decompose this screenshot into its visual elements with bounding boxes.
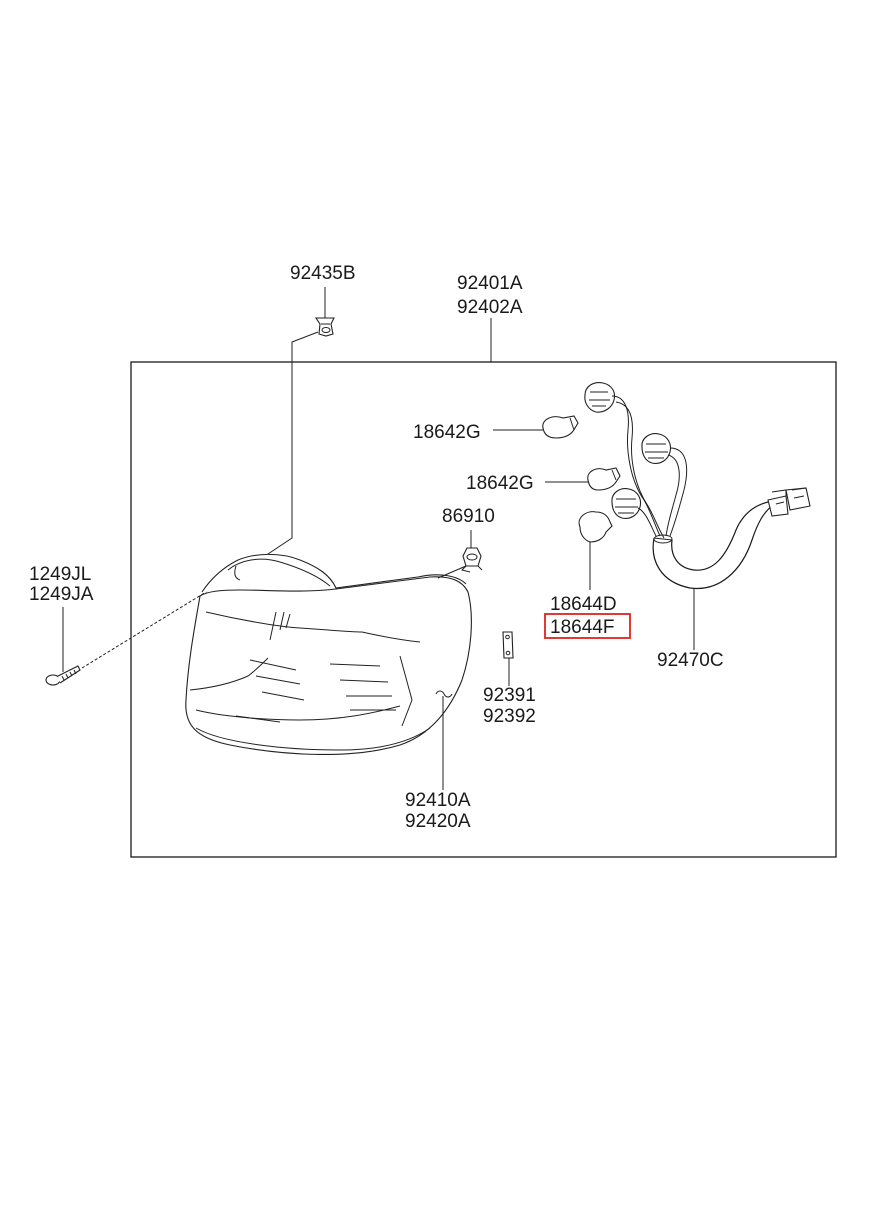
label-92470c: 92470C — [657, 650, 724, 671]
label-1249ja: 1249JA — [29, 584, 94, 605]
assembly-frame — [130, 361, 837, 858]
label-18642g-upper: 18642G — [413, 422, 481, 443]
nut-leader-line — [437, 565, 467, 579]
label-18644f: 18644F — [550, 617, 614, 638]
wiring-harness-92470c — [584, 382, 811, 650]
clip-92435b-part — [314, 287, 335, 337]
tail-lamp-housing — [185, 553, 472, 755]
bulb-middle-18642g — [545, 467, 621, 491]
label-92435b: 92435B — [290, 263, 356, 284]
label-18642g-middle: 18642G — [466, 473, 534, 494]
label-18644d: 18644D — [550, 594, 617, 615]
label-1249jl: 1249JL — [29, 564, 91, 585]
label-92410a: 92410A — [405, 790, 471, 811]
clip-leader-line — [264, 331, 319, 557]
bulb-upper-18642g — [493, 415, 579, 439]
bracket-92391-part — [502, 631, 514, 686]
label-92401a: 92401A — [457, 273, 523, 294]
highlight-box-18644f — [544, 613, 631, 639]
screw-1249jl-part — [45, 607, 81, 686]
label-92392: 92392 — [483, 706, 536, 727]
bulb-lower-18644d — [578, 511, 613, 590]
label-86910: 86910 — [442, 506, 495, 527]
nut-86910-part — [461, 530, 483, 573]
label-92391: 92391 — [483, 685, 536, 706]
label-92420a: 92420A — [405, 811, 471, 832]
label-92402a: 92402A — [457, 297, 523, 318]
